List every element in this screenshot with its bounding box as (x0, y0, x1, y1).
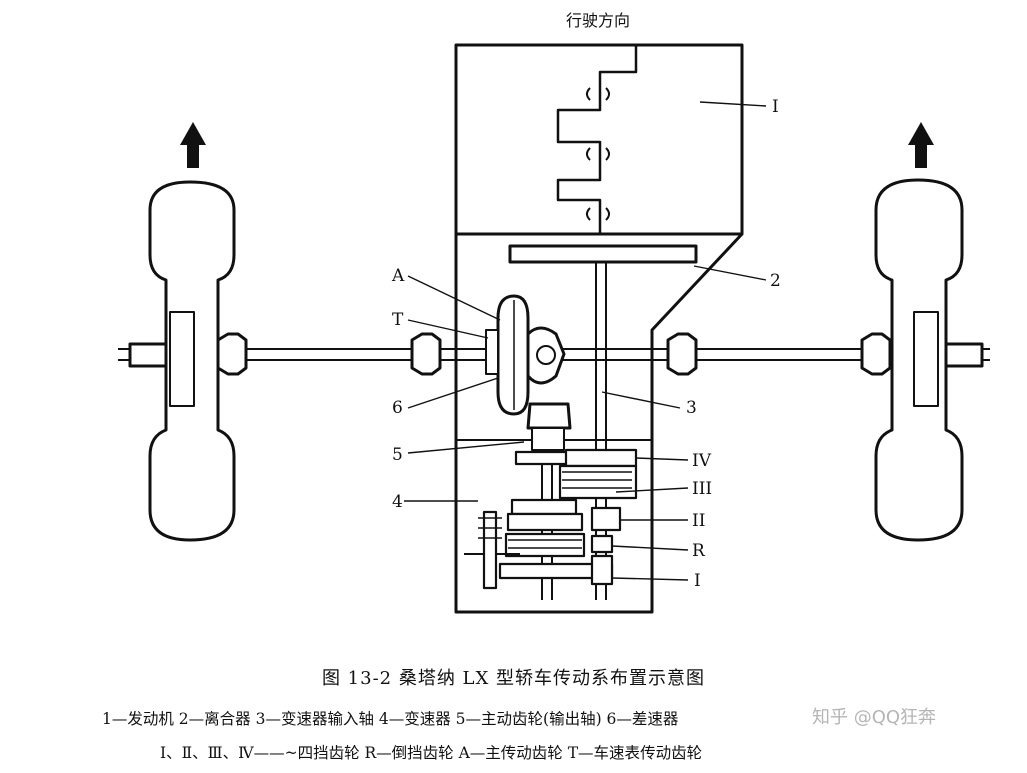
label-speedo-gear: T (392, 310, 404, 330)
forward-arrow-icon (180, 122, 934, 168)
differential (526, 326, 566, 385)
speedo-gear (485, 329, 499, 375)
watermark: 知乎 @QQ狂奔 (812, 707, 937, 728)
callout-leaders (404, 101, 767, 581)
label-gear-3: III (692, 479, 712, 499)
clutch-plate (508, 244, 698, 264)
label-input-shaft: 3 (686, 398, 697, 418)
label-differential: 6 (392, 398, 403, 418)
left-wheel (148, 180, 236, 542)
label-final-drive: A (391, 266, 405, 286)
label-clutch: 2 (770, 271, 781, 291)
final-drive-gear (496, 294, 530, 416)
label-gear-2: II (692, 511, 705, 531)
figure-title: 图 13-2 桑塔纳 LX 型轿车传动系布置示意图 (321, 668, 706, 689)
drivetrain-diagram: 行驶方向 I 2 3 4 5 6 A T IV III II R I (118, 11, 990, 614)
direction-label: 行驶方向 (566, 11, 630, 30)
label-gear-1: I (694, 571, 701, 591)
right-wheel (874, 178, 964, 542)
engine-block (454, 43, 744, 236)
gear-set (464, 448, 638, 590)
legend-line-2: Ⅰ、Ⅱ、Ⅲ、Ⅳ——~四挡齿轮 R—倒挡齿轮 A—主传动齿轮 T—车速表传动齿轮 (160, 744, 703, 762)
legend-line-1: 1—发动机 2—离合器 3—变速器输入轴 4—变速器 5—主动齿轮(输出轴) 6… (102, 710, 679, 728)
label-gear-reverse: R (692, 541, 706, 561)
label-drive-gear: 5 (392, 445, 403, 465)
cv-joints (216, 332, 892, 376)
label-gear-4: IV (692, 451, 712, 471)
label-engine: I (772, 97, 779, 117)
label-gearbox: 4 (392, 492, 403, 512)
